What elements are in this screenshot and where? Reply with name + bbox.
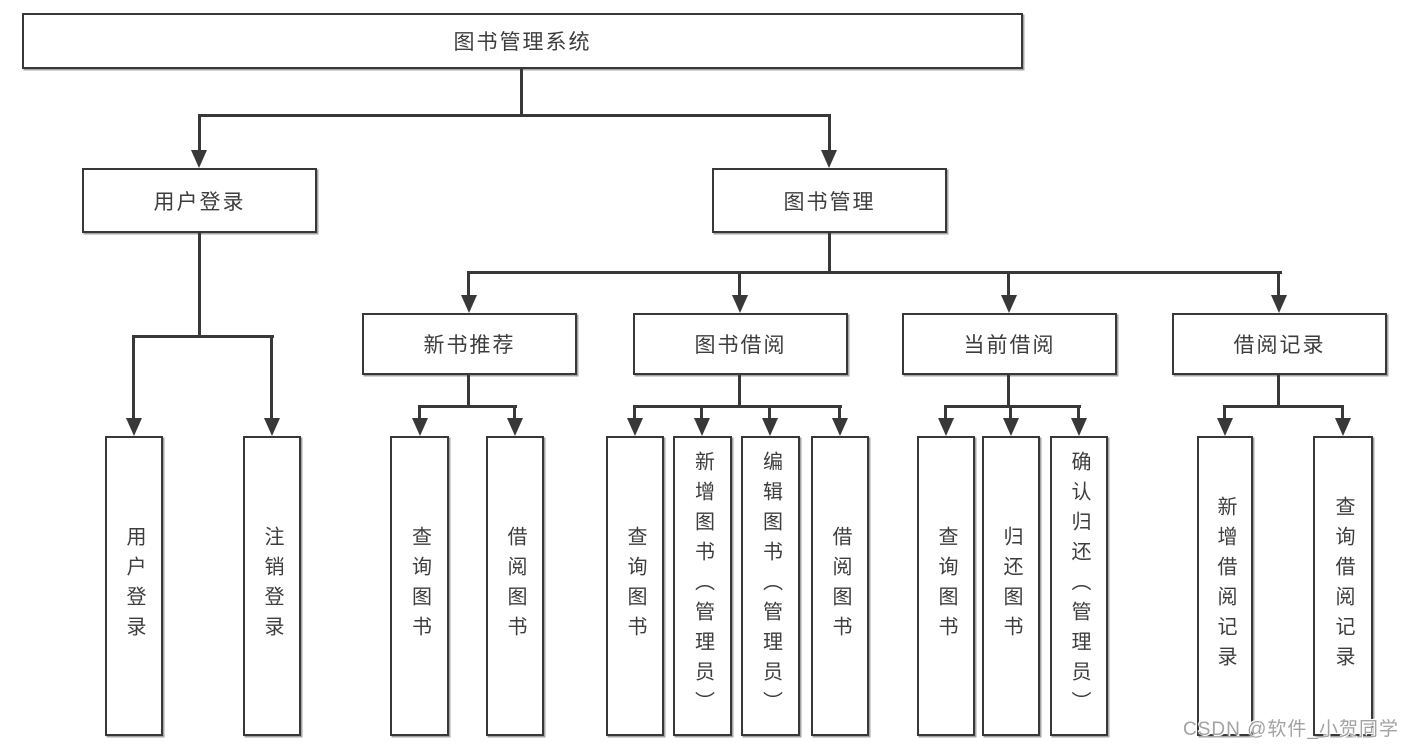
leaf-label: 归还图书 (1000, 526, 1022, 646)
connector-line (132, 335, 274, 338)
connector-arrowhead (507, 418, 523, 436)
connector-arrowhead (126, 418, 142, 436)
leaf-label: 查询图书 (408, 526, 431, 646)
connector-line (270, 335, 273, 420)
leaf-label: 编辑图书（管理员） (759, 451, 782, 721)
leaf-label: 查询借阅记录 (1332, 496, 1354, 676)
leaf-edit-books-admin: 编辑图书（管理员） (741, 436, 800, 736)
connector-line (198, 114, 201, 151)
leaf-confirm-return-admin: 确认归还（管理员） (1050, 436, 1108, 736)
connector-line (1223, 405, 1344, 408)
leaf-label: 注销登录 (261, 526, 283, 646)
connector-line (467, 271, 1282, 274)
leaf-user-login: 用户登录 (105, 436, 163, 736)
connector-line (828, 233, 831, 274)
connector-arrowhead (191, 150, 207, 168)
leaf-label: 借阅图书 (504, 526, 526, 646)
connector-line (467, 375, 470, 408)
leaf-return-books: 归还图书 (982, 436, 1040, 736)
csdn-watermark: CSDN @软件_小贺同学 (1183, 719, 1399, 740)
connector-arrowhead (762, 418, 778, 436)
connector-line (944, 405, 1081, 408)
connector-arrowhead (1071, 418, 1087, 436)
node-user-login: 用户登录 (82, 168, 317, 233)
connector-line (944, 405, 947, 420)
node-library-management-system: 图书管理系统 (22, 13, 1023, 69)
connector-line (738, 271, 741, 297)
connector-line (1077, 405, 1080, 420)
leaf-query-borrow-record: 查询借阅记录 (1313, 436, 1373, 736)
connector-line (467, 271, 470, 297)
connector-arrowhead (938, 418, 954, 436)
connector-line (1007, 271, 1010, 297)
leaf-label: 新增图书（管理员） (691, 451, 714, 721)
leaf-borrow-books-newrec: 借阅图书 (486, 436, 544, 736)
connector-line (700, 405, 703, 420)
connector-line (513, 405, 516, 420)
connector-arrowhead (264, 418, 280, 436)
connector-line (738, 375, 741, 408)
leaf-label: 用户登录 (123, 526, 145, 646)
leaf-label: 查询图书 (935, 526, 957, 646)
connector-line (520, 69, 523, 116)
connector-line (828, 114, 831, 151)
leaf-borrow-books: 借阅图书 (811, 436, 869, 736)
connector-arrowhead (1335, 418, 1351, 436)
connector-line (768, 405, 771, 420)
connector-line (1341, 405, 1344, 420)
connector-arrowhead (1217, 418, 1233, 436)
connector-line (1277, 375, 1280, 408)
connector-arrowhead (694, 418, 710, 436)
connector-arrowhead (821, 150, 837, 168)
connector-arrowhead (627, 418, 643, 436)
leaf-add-borrow-record: 新增借阅记录 (1197, 436, 1253, 736)
leaf-query-books-current: 查询图书 (917, 436, 975, 736)
connector-arrowhead (1003, 418, 1019, 436)
leaf-label: 新增借阅记录 (1214, 496, 1236, 676)
connector-line (1277, 271, 1280, 297)
connector-line (418, 405, 517, 408)
leaf-label: 借阅图书 (829, 526, 851, 646)
leaf-query-books-newrec: 查询图书 (390, 436, 449, 736)
connector-line (198, 114, 831, 117)
connector-arrowhead (1001, 295, 1017, 313)
node-borrowing-records: 借阅记录 (1172, 313, 1387, 375)
node-book-borrowing: 图书借阅 (633, 313, 848, 375)
node-new-book-recommendation: 新书推荐 (362, 313, 577, 375)
leaf-add-books-admin: 新增图书（管理员） (673, 436, 732, 736)
leaf-logout: 注销登录 (243, 436, 301, 736)
connector-line (1009, 405, 1012, 420)
connector-line (418, 405, 421, 420)
connector-arrowhead (1271, 295, 1287, 313)
connector-line (633, 405, 636, 420)
node-book-management: 图书管理 (712, 168, 947, 233)
node-current-borrowing: 当前借阅 (902, 313, 1117, 375)
connector-line (132, 335, 135, 420)
connector-arrowhead (732, 295, 748, 313)
leaf-label: 查询图书 (624, 526, 646, 646)
connector-line (1223, 405, 1226, 420)
leaf-query-books-borrow: 查询图书 (606, 436, 664, 736)
leaf-label: 确认归还（管理员） (1068, 451, 1090, 721)
connector-line (198, 233, 201, 337)
connector-line (838, 405, 841, 420)
connector-arrowhead (832, 418, 848, 436)
connector-line (633, 405, 842, 408)
connector-line (1007, 375, 1010, 408)
connector-arrowhead (412, 418, 428, 436)
connector-arrowhead (461, 295, 477, 313)
